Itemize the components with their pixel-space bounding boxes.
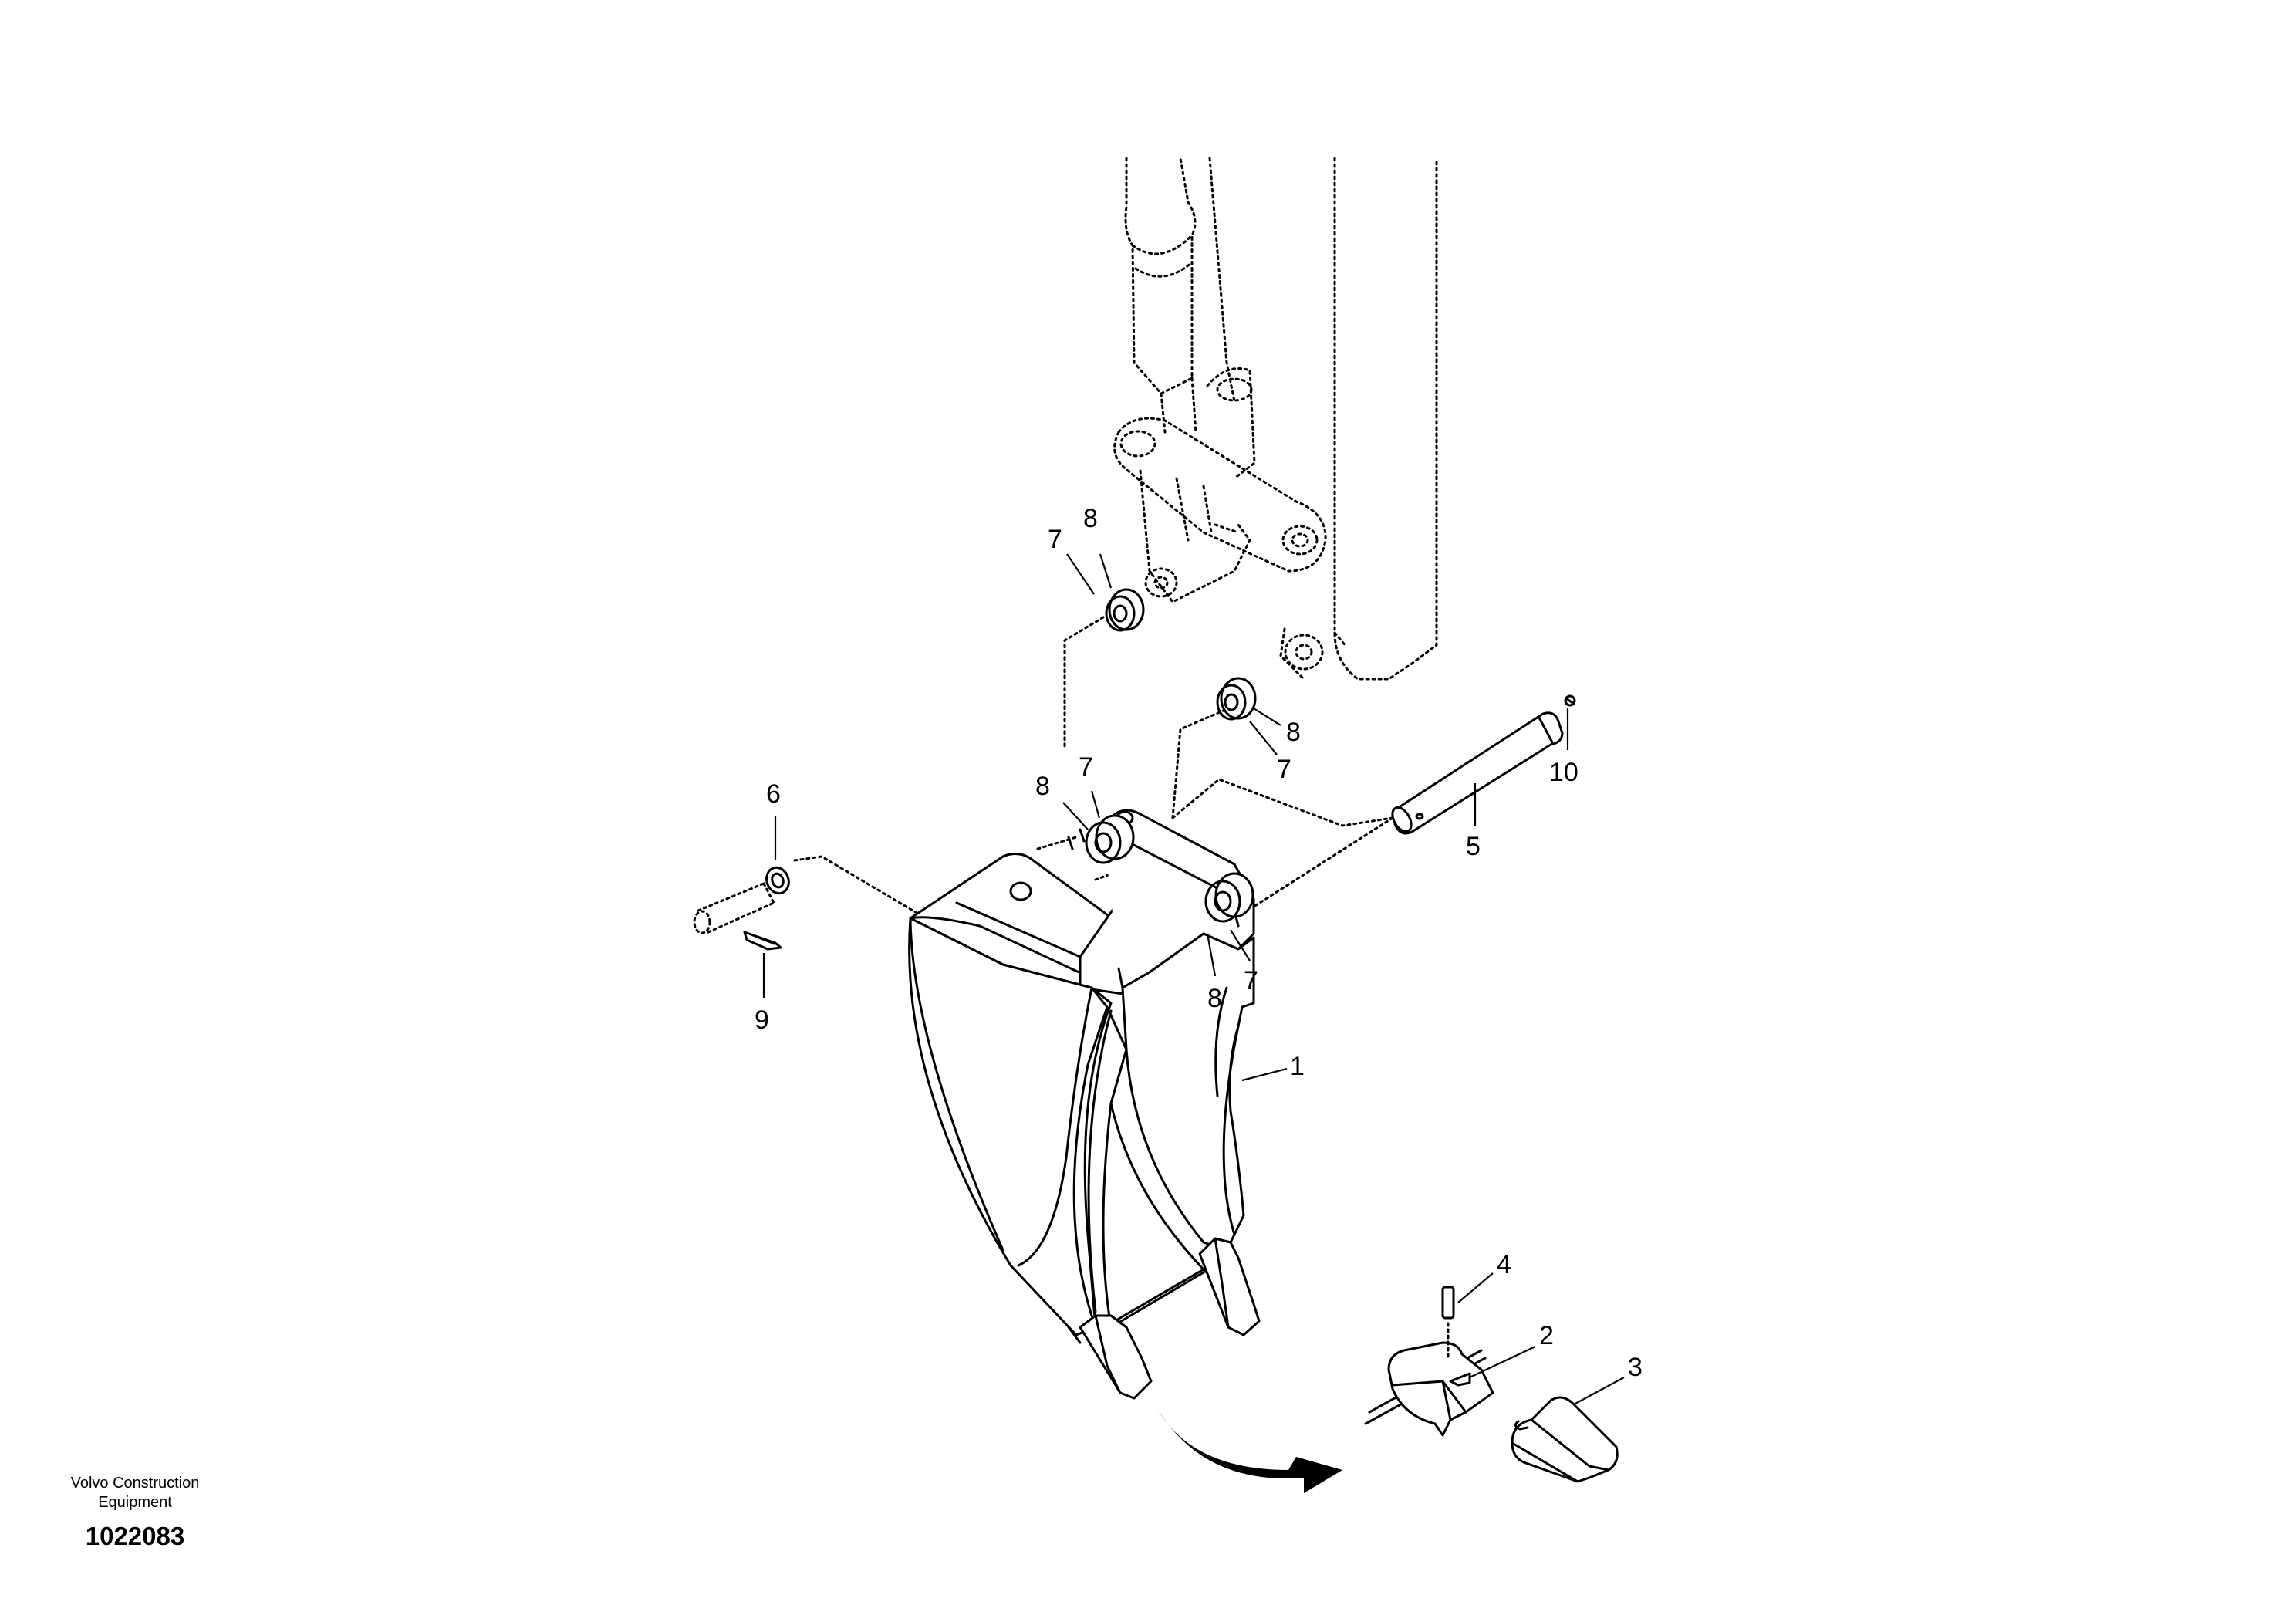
manufacturer-line-1: Volvo Construction [70,1475,200,1492]
tooth-3 [1511,1396,1619,1483]
assembly-lines [793,616,1394,989]
arm-phantom-outline [1113,157,1438,681]
callout-6: 6 [766,779,781,809]
callout-3: 3 [1628,1353,1643,1382]
callout-2: 2 [1539,1321,1554,1350]
pin-left [693,882,775,934]
callout-7-right: 7 [1277,755,1292,784]
bushing-7-8-lower [1204,872,1254,923]
detail-arrow [1157,1408,1342,1493]
cotter-pin-9 [743,931,782,951]
callout-8-right: 8 [1286,718,1301,747]
callout-10: 10 [1549,758,1578,787]
bushing-7-8-upper-right [1216,677,1257,721]
leader-lines [762,553,1625,1405]
drawing-footer: Volvo Construction Equipment 1022083 [46,1474,224,1551]
tooth-adapter-2 [1364,1341,1494,1437]
drawing-number: 1022083 [85,1522,185,1550]
bushing-7-8-upper-left [1105,588,1145,632]
washer-6 [765,866,790,895]
callouts: 7 8 8 7 8 7 8 7 6 9 10 5 1 4 2 3 [755,504,1643,1382]
callout-8-upper: 8 [1083,504,1098,533]
retainer-pin-4 [1441,1286,1455,1360]
callout-7-upper: 7 [1048,525,1062,554]
manufacturer-line-2: Equipment [98,1494,172,1511]
callout-8-lower: 8 [1207,984,1222,1013]
pin-5 [1391,711,1564,835]
callout-9: 9 [755,1005,769,1035]
callout-7-middle: 7 [1079,752,1093,782]
callout-5: 5 [1466,832,1481,861]
lock-10 [1564,694,1576,707]
bucket [908,809,1261,1400]
callout-7-lower: 7 [1244,966,1258,995]
callout-8-middle: 8 [1035,772,1050,801]
callout-4: 4 [1497,1250,1511,1279]
bushing-7-8-middle [1085,814,1135,864]
callout-1: 1 [1290,1052,1305,1081]
